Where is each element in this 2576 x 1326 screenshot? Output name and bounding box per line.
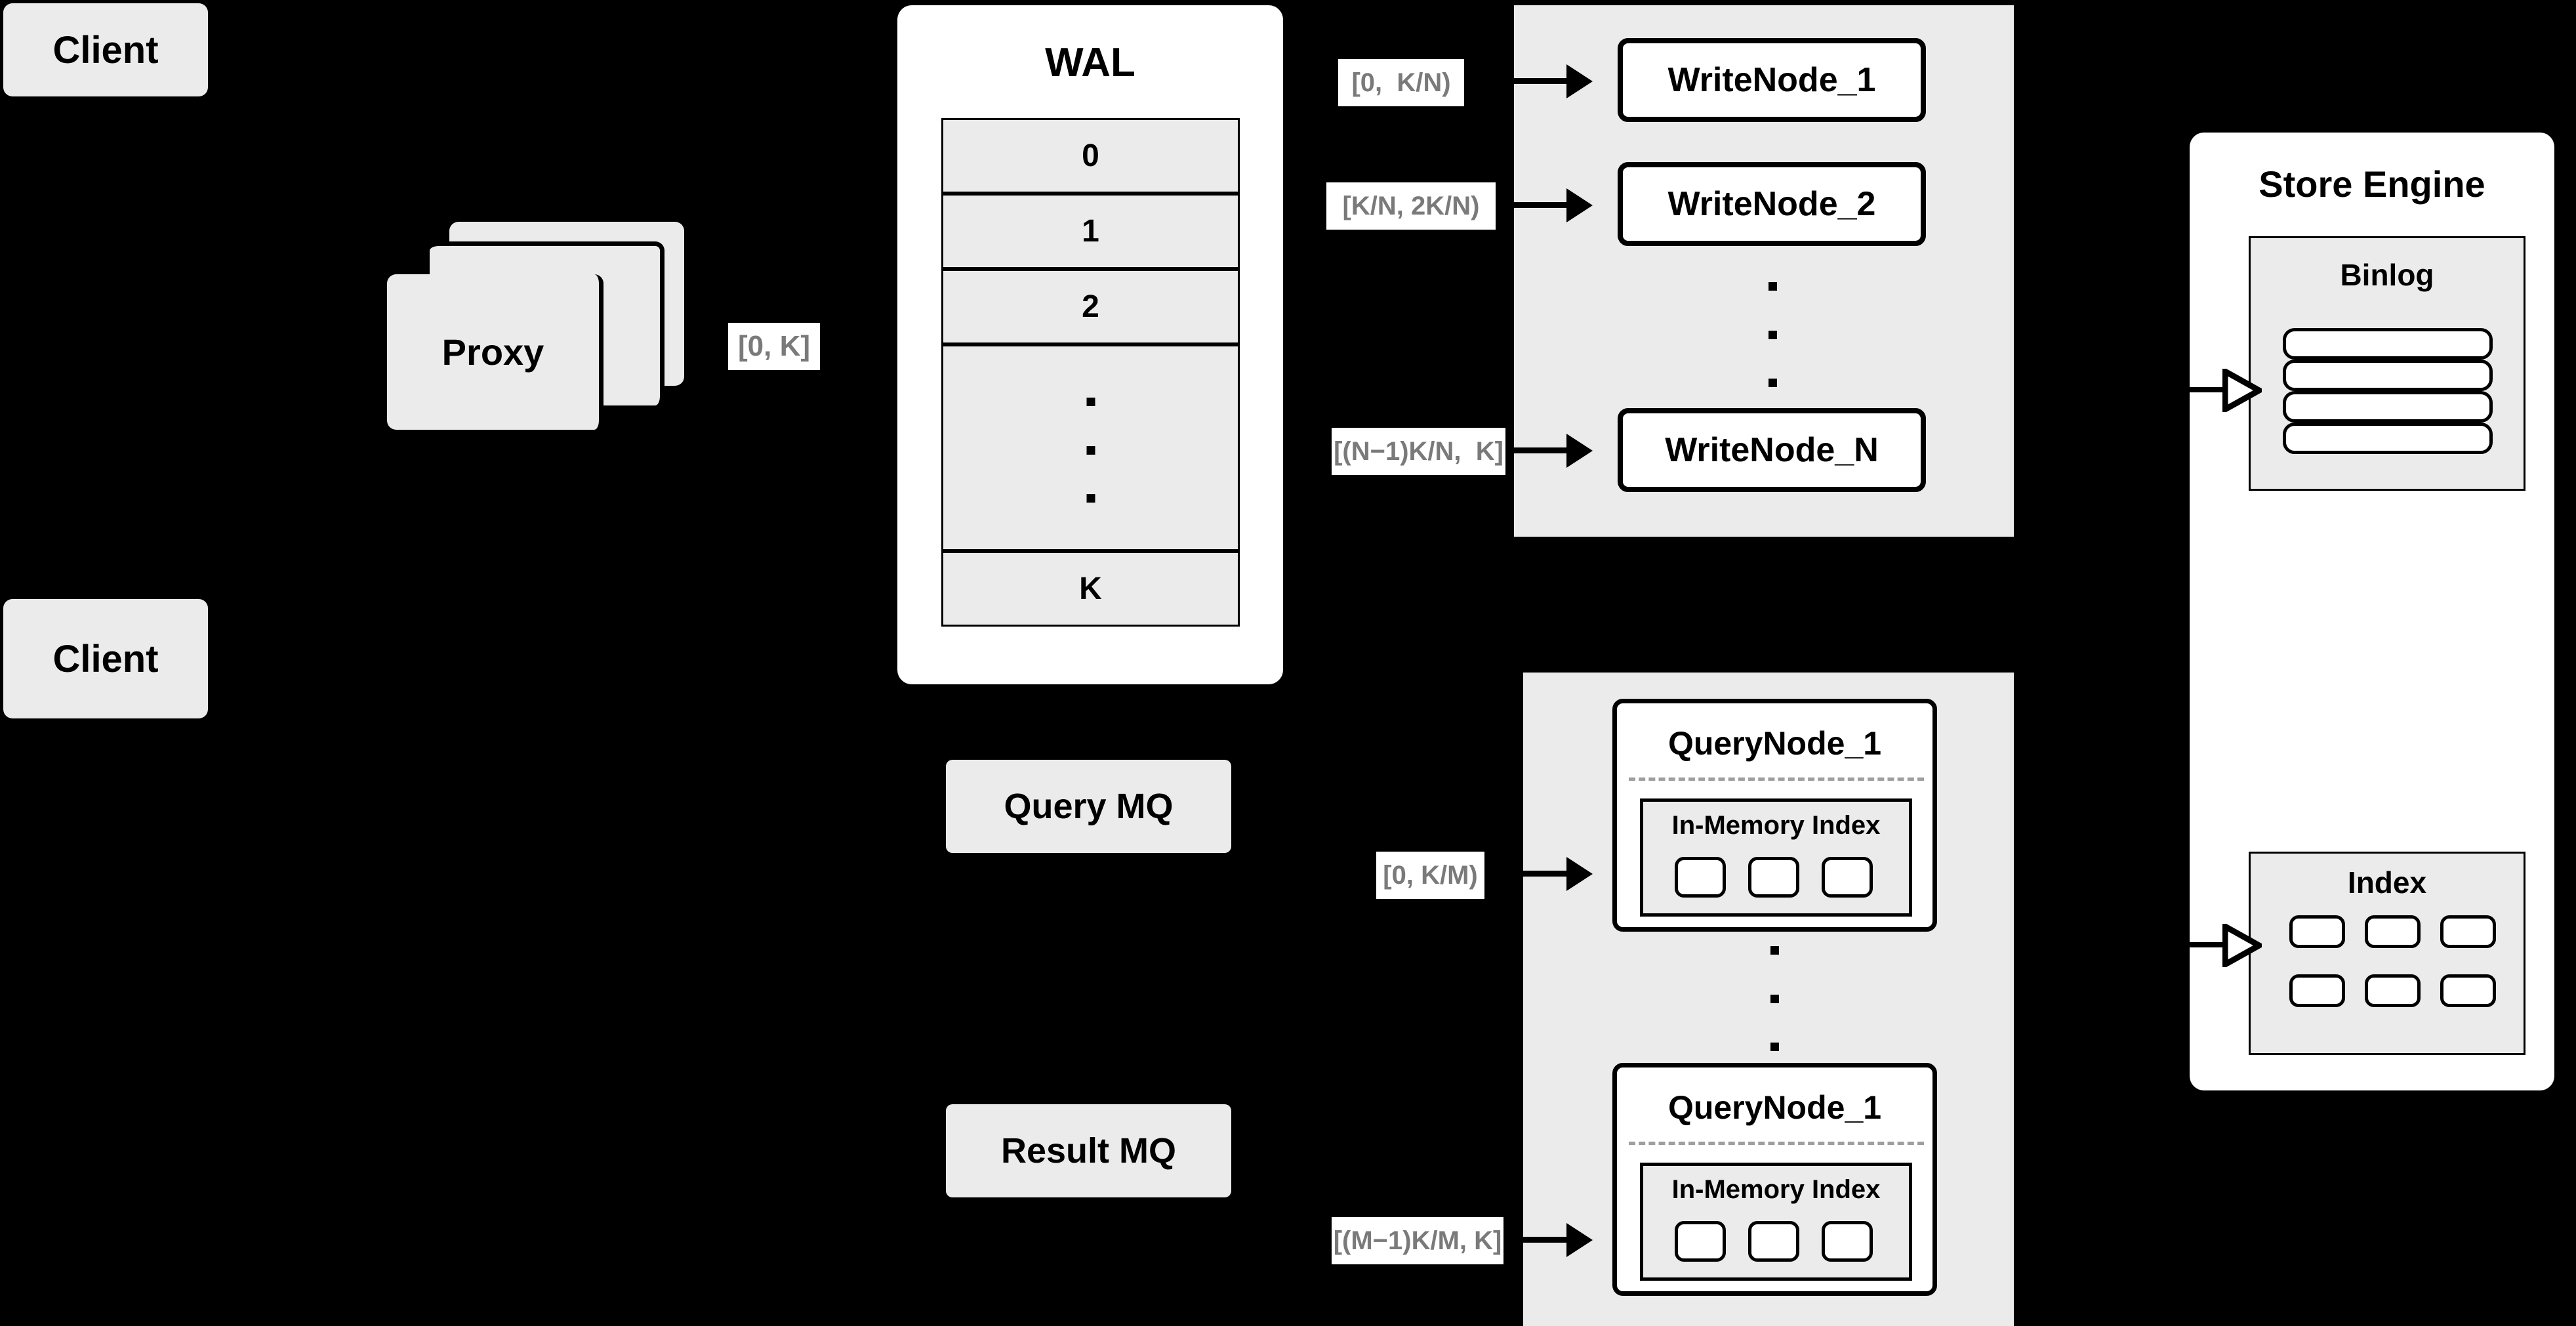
querynode-1-segment-1[interactable] — [1675, 857, 1726, 898]
querynode-m-segment-2[interactable] — [1748, 1221, 1799, 1262]
writenode-1-range-label: [0, K/N) — [1338, 59, 1464, 106]
query-mq-box[interactable]: Query MQ — [946, 760, 1231, 853]
result-mq-box[interactable]: Result MQ — [946, 1104, 1231, 1197]
wal-entry-0[interactable]: 0 — [941, 118, 1240, 194]
index-panel — [2249, 852, 2525, 1055]
querynode-m-arrowhead-icon — [1566, 1223, 1593, 1257]
querynode-1-segment-3[interactable] — [1822, 857, 1873, 898]
writenode-2-arrowhead-icon — [1566, 188, 1593, 222]
binlog-row-3[interactable] — [2283, 391, 2493, 423]
querynode-m-title: QueryNode_1 — [1667, 1089, 1882, 1126]
proxy-box[interactable]: Proxy — [387, 274, 603, 430]
binlog-row-4[interactable] — [2283, 423, 2493, 454]
querynode-m-memory-index: In-Memory Index — [1640, 1163, 1912, 1281]
writenode-n-arrow-line — [1505, 447, 1566, 453]
binlog-row-1[interactable] — [2283, 328, 2493, 360]
index-title: Index — [2347, 865, 2427, 900]
wal-entry-1[interactable]: 1 — [941, 194, 1240, 269]
proxy-label: Proxy — [441, 331, 544, 373]
wal-entry-2[interactable]: 2 — [941, 269, 1240, 344]
binlog-arrowhead-icon — [2222, 369, 2262, 412]
querynode-1-range-label: [0, K/M) — [1376, 852, 1484, 899]
querynode-m-range-label: [(M−1)K/M, K] — [1332, 1217, 1503, 1264]
querynode-m-memory-index-title: In-Memory Index — [1671, 1175, 1881, 1204]
index-cell-4[interactable] — [2289, 974, 2345, 1007]
querynode-1-divider — [1629, 777, 1924, 781]
querynode-m-segment-3[interactable] — [1822, 1221, 1873, 1262]
writenode-n-arrowhead-icon — [1566, 434, 1593, 468]
querynode-m-box[interactable]: QueryNode_1 In-Memory Index — [1612, 1063, 1937, 1296]
querynode-1-box[interactable]: QueryNode_1 In-Memory Index — [1612, 699, 1937, 932]
index-cell-6[interactable] — [2440, 974, 2496, 1007]
client-label-2: Client — [52, 637, 159, 680]
querynode-1-arrow-line — [1484, 871, 1566, 877]
binlog-row-2[interactable] — [2283, 360, 2493, 391]
client-label-1: Client — [52, 28, 159, 72]
binlog-title: Binlog — [2340, 258, 2434, 292]
index-arrowhead-icon — [2222, 924, 2262, 967]
querynode-1-title: QueryNode_1 — [1667, 725, 1882, 762]
writenode-1-box[interactable]: WriteNode_1 — [1618, 38, 1926, 122]
client-box-1[interactable]: Client — [3, 3, 208, 96]
index-cell-1[interactable] — [2289, 915, 2345, 948]
index-cell-3[interactable] — [2440, 915, 2496, 948]
writenode-1-arrowhead-icon — [1566, 64, 1593, 98]
binlog-arrow-line — [2184, 387, 2225, 392]
writenode-n-range-label: [(N−1)K/N, K] — [1332, 428, 1505, 475]
wal-entry-ellipsis — [941, 344, 1240, 551]
index-cell-2[interactable] — [2365, 915, 2421, 948]
wal-entry-k[interactable]: K — [941, 551, 1240, 627]
querynode-m-segment-1[interactable] — [1675, 1221, 1726, 1262]
querynode-m-divider — [1629, 1142, 1924, 1145]
query-cluster-vertical-dots-icon — [1770, 946, 1779, 1051]
writenode-2-range-label: [K/N, 2K/N) — [1326, 182, 1496, 230]
index-cell-5[interactable] — [2365, 974, 2421, 1007]
client-box-2[interactable]: Client — [3, 599, 208, 718]
writenode-n-box[interactable]: WriteNode_N — [1618, 408, 1926, 492]
proxy-range-label: [0, K] — [728, 323, 820, 370]
writenode-2-box[interactable]: WriteNode_2 — [1618, 162, 1926, 246]
store-engine-title: Store Engine — [2259, 163, 2485, 205]
querynode-1-memory-index: In-Memory Index — [1640, 798, 1912, 917]
wal-vertical-dots-icon — [1086, 398, 1095, 503]
writenode-1-arrow-line — [1468, 78, 1566, 84]
index-arrow-line — [2184, 942, 2225, 947]
wal-title: WAL — [1045, 40, 1135, 85]
querynode-1-memory-index-title: In-Memory Index — [1671, 811, 1881, 840]
write-cluster-vertical-dots-icon — [1768, 282, 1777, 387]
writenode-2-arrow-line — [1496, 202, 1566, 208]
querynode-1-segment-2[interactable] — [1748, 857, 1799, 898]
querynode-m-arrow-line — [1503, 1237, 1566, 1243]
querynode-1-arrowhead-icon — [1566, 857, 1593, 891]
